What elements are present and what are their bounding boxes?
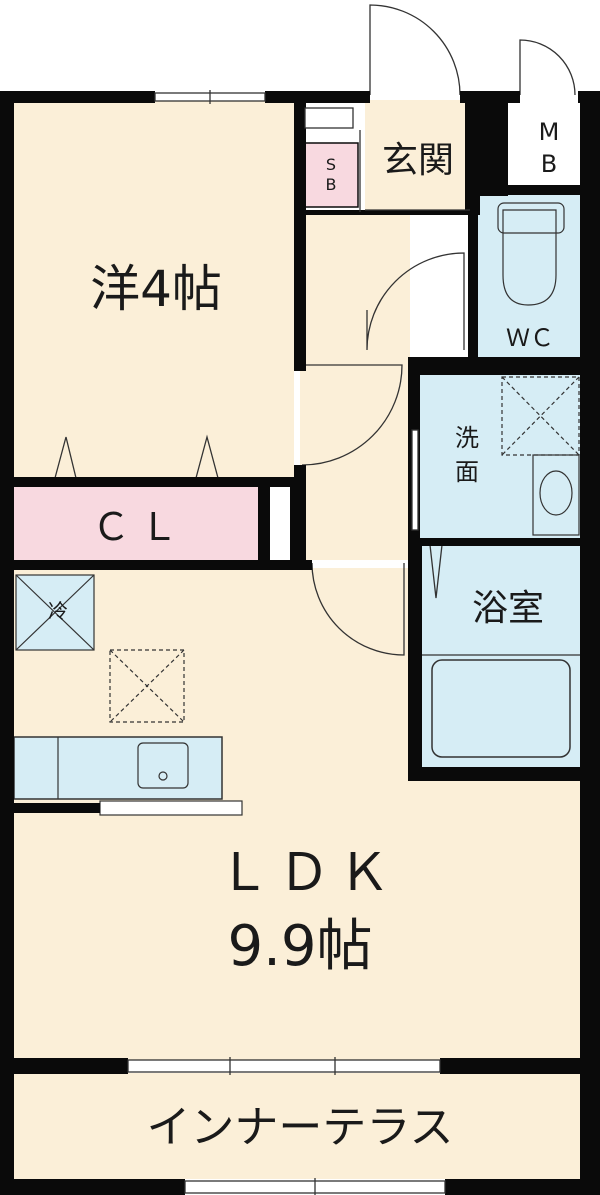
entrance-label: 玄関 bbox=[382, 140, 454, 181]
toilet-floor bbox=[478, 195, 580, 357]
shoe-box-label-bottom: B bbox=[326, 175, 337, 194]
western-room-floor bbox=[14, 100, 294, 477]
hall-floor bbox=[300, 215, 410, 560]
wall-top-left bbox=[0, 91, 155, 103]
closet-floor bbox=[14, 487, 258, 560]
ldk-label: ＬＤＫ bbox=[218, 843, 398, 903]
washroom-door[interactable] bbox=[429, 544, 443, 599]
toilet-bowl bbox=[502, 209, 557, 306]
washroom-label-top: 洗 bbox=[455, 424, 479, 452]
washer-space bbox=[501, 376, 580, 456]
entrance-floor bbox=[365, 100, 470, 215]
toilet-tank bbox=[497, 202, 565, 234]
washer-cross-a bbox=[501, 376, 580, 456]
entrance-door[interactable] bbox=[369, 4, 461, 96]
wall-mb-left bbox=[478, 91, 508, 196]
wall-toilet-bottom bbox=[410, 357, 600, 375]
basin-bowl bbox=[539, 470, 573, 516]
floor-fills bbox=[13, 100, 580, 1179]
ldk-size: 9.9帖 bbox=[227, 914, 372, 979]
shoe-box-top bbox=[304, 107, 354, 129]
fridge-cross-b bbox=[15, 574, 95, 651]
wall-top-mid bbox=[265, 91, 370, 103]
sash-ldk-terrace bbox=[127, 1059, 441, 1073]
wall-mb-bottom bbox=[478, 185, 580, 195]
wall-bottom-left bbox=[0, 1179, 185, 1195]
fridge-label: 冷 bbox=[48, 599, 68, 623]
walls bbox=[0, 91, 600, 1195]
wall-toilet-left bbox=[468, 195, 478, 365]
sink-drain bbox=[158, 771, 168, 781]
pillar-white bbox=[275, 493, 287, 555]
wall-entrance-right bbox=[465, 91, 480, 215]
bathroom-label: 浴室 bbox=[472, 588, 544, 629]
wall-closet-top bbox=[0, 477, 306, 487]
washroom-label-bottom: 面 bbox=[455, 458, 479, 486]
wall-bottom-right bbox=[445, 1179, 600, 1195]
wall-bath-bottom bbox=[408, 767, 600, 781]
wall-sb-left bbox=[300, 130, 305, 215]
wall-ldk-top bbox=[0, 560, 312, 570]
vent-cross-b bbox=[109, 649, 185, 723]
wall-closet-pillar bbox=[290, 487, 306, 560]
kitchen-sink bbox=[137, 742, 189, 789]
toilet-door[interactable] bbox=[366, 252, 465, 351]
wall-hall-top bbox=[300, 210, 470, 215]
closet-door-left[interactable] bbox=[54, 436, 77, 479]
closet-label: ＣＬ bbox=[92, 505, 188, 549]
wall-bath-left bbox=[408, 545, 422, 780]
labels: 洋4帖 ＣＬ 玄関 S B M B ＷＣ 洗 面 浴室 冷 ＬＤＫ 9.9帖 イ… bbox=[48, 118, 559, 1153]
meter-door[interactable] bbox=[519, 39, 576, 96]
wall-terrace-top-left bbox=[0, 1058, 128, 1074]
wall-kitchen bbox=[14, 803, 100, 813]
doors bbox=[54, 4, 576, 656]
washer-cross-b bbox=[501, 376, 580, 456]
terrace-floor bbox=[14, 1073, 580, 1179]
toilet-label: ＷＣ bbox=[506, 324, 554, 352]
kitchen-counter bbox=[13, 736, 223, 800]
windows bbox=[127, 90, 470, 1195]
ldk-door[interactable] bbox=[311, 562, 405, 656]
fixtures bbox=[15, 202, 580, 816]
closet-door-right[interactable] bbox=[195, 434, 219, 479]
shoe-box-label-top: S bbox=[326, 155, 336, 174]
ceiling-vent bbox=[109, 649, 185, 723]
western-room-label: 洋4帖 bbox=[90, 260, 222, 318]
wall-closet-right bbox=[258, 487, 270, 560]
wall-left bbox=[0, 91, 14, 1195]
counter-edge bbox=[99, 800, 243, 816]
washbasin bbox=[532, 454, 580, 536]
bathtub bbox=[431, 659, 571, 758]
wall-wash-bath bbox=[420, 538, 580, 546]
meter-box-label-bottom: B bbox=[541, 150, 557, 178]
window-bath bbox=[411, 429, 419, 531]
wall-right bbox=[580, 91, 600, 1195]
terrace-label: インナーテラス bbox=[146, 1102, 453, 1153]
wall-terrace-top-right bbox=[440, 1058, 600, 1074]
room-door[interactable] bbox=[301, 364, 403, 466]
meter-box-label-top: M bbox=[539, 118, 560, 146]
